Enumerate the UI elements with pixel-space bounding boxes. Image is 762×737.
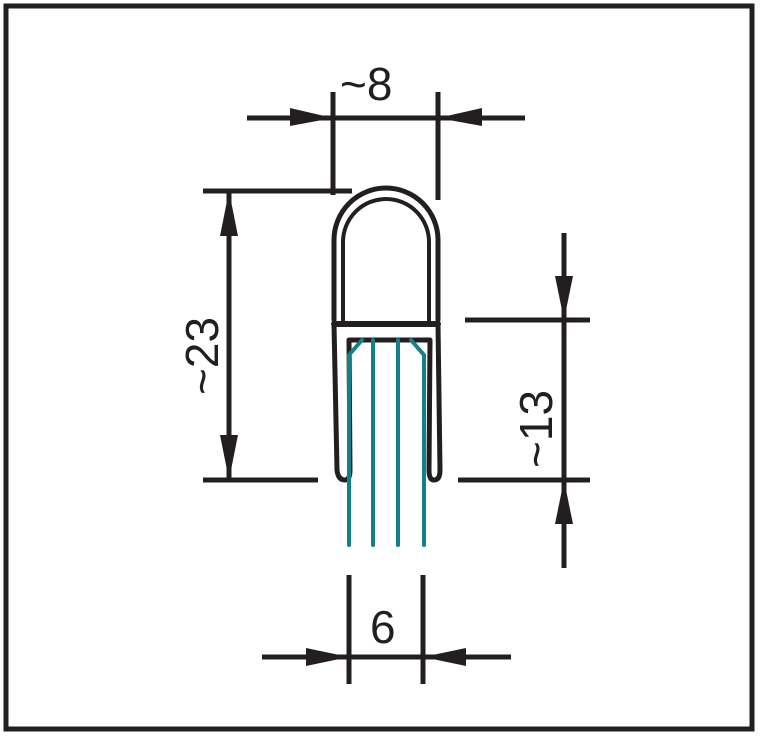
profile-left-leg [331,321,443,483]
dimension-label-top-width: ~8 [340,58,392,110]
profile-inner-arch [341,197,431,322]
dimension-insert-height [458,233,590,568]
arrow-left-icon [423,648,466,666]
arrow-down-icon [220,435,238,480]
dimension-bottom-width [262,575,511,684]
dimension-label-insert-height: ~13 [510,390,562,468]
arrow-up-icon [220,191,238,236]
dimension-total-height [203,188,352,483]
dimension-top-width [247,92,525,200]
insert-strips [347,338,426,547]
arrow-right-icon [290,108,333,126]
drawing-frame [3,3,755,732]
arrow-down-icon [555,276,573,320]
seal-profile [331,185,443,483]
dimension-label-bottom-width: 6 [370,601,396,653]
profile-outer-arch [331,185,441,323]
arrow-right-icon [306,648,349,666]
arrow-up-icon [555,480,573,524]
arrow-left-icon [438,108,482,126]
dimension-label-total-height: ~23 [176,317,228,395]
